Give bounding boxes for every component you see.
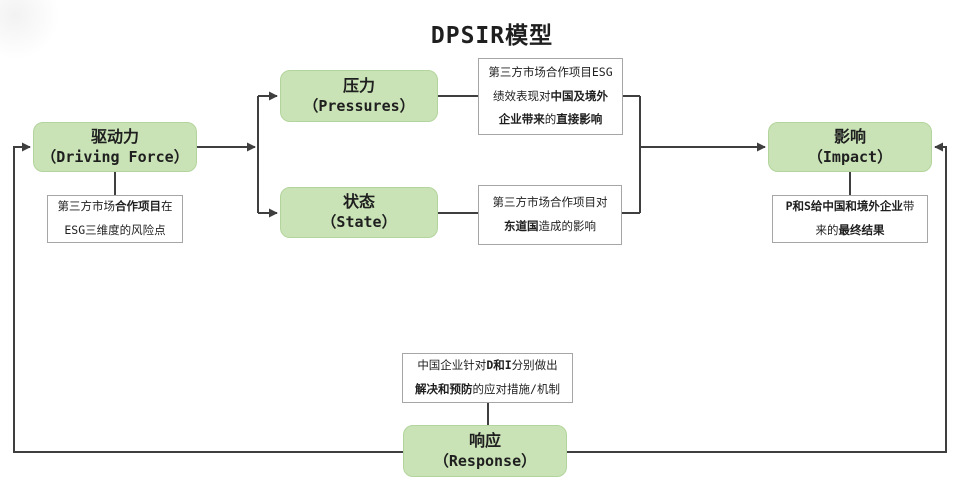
note-impact: P和S给中国和境外企业带来的最终结果: [772, 195, 928, 243]
node-driving-force: 驱动力 （Driving Force）: [33, 122, 197, 172]
note-text-line: 来的最终结果: [815, 223, 885, 237]
node-pressures: 压力 （Pressures）: [280, 70, 438, 122]
note-response: 中国企业针对D和I分别做出解决和预防的应对措施/机制: [402, 353, 573, 403]
node-response: 响应 （Response）: [403, 425, 567, 477]
note-text-line: 第三方市场合作项目在: [57, 199, 173, 214]
note-text-line: 中国企业针对D和I分别做出: [417, 358, 558, 373]
note-driving-force: 第三方市场合作项目在 ESG三维度的风险点: [47, 195, 183, 243]
note-pressures: 第三方市场合作项目ESG 绩效表现对中国及境外企业带来的直接影响: [478, 58, 623, 135]
note-state: 第三方市场合作项目对东道国造成的影响: [478, 185, 622, 245]
node-pressures-label-en: （Pressures）: [303, 96, 415, 115]
note-text-line: 第三方市场合作项目对: [492, 195, 608, 210]
note-text-line: ESG三维度的风险点: [64, 223, 166, 237]
connector-response-feedback-to-impact: [567, 142, 947, 453]
node-state-label-en: （State）: [321, 213, 397, 232]
note-text-line: 第三方市场合作项目ESG: [488, 65, 613, 80]
note-text-line: 解决和预防的应对措施/机制: [415, 382, 560, 396]
node-driving-force-label-en: （Driving Force）: [41, 147, 189, 166]
node-state: 状态 （State）: [280, 187, 438, 238]
note-text-line: 企业带来的直接影响: [498, 112, 603, 127]
note-text-line: P和S给中国和境外企业带: [785, 199, 915, 214]
node-impact: 影响 （Impact）: [768, 122, 932, 172]
node-response-label-zh: 响应: [468, 430, 501, 450]
note-text-line: 东道国造成的影响: [504, 219, 596, 233]
node-impact-label-en: （Impact）: [807, 147, 893, 166]
node-pressures-label-zh: 压力: [342, 75, 375, 95]
diagram-title: DPSIR模型: [430, 23, 554, 49]
note-text-line: 绩效表现对中国及境外: [493, 88, 608, 103]
node-impact-label-zh: 影响: [833, 126, 866, 146]
node-driving-force-label-zh: 驱动力: [90, 126, 139, 146]
node-state-label-zh: 状态: [342, 192, 375, 212]
node-response-label-en: （Response）: [433, 451, 537, 470]
